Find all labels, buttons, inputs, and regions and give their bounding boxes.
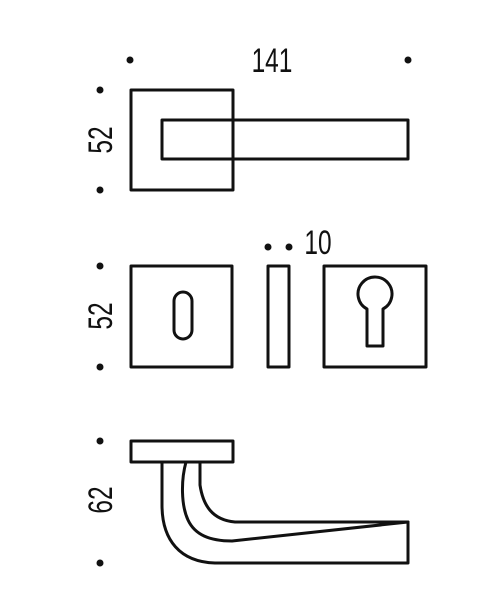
side-view-lever-handle: 62	[82, 437, 410, 567]
square-rose	[129, 88, 235, 192]
dimension-label-rose-height: 52	[82, 126, 120, 153]
euro-cylinder-keyhole-icon	[356, 275, 394, 348]
oval-keyhole-icon	[172, 290, 194, 341]
rose-profile	[129, 439, 235, 464]
dimension-dot-escutcheon-top	[96, 262, 104, 270]
lever-profile-outer	[160, 460, 410, 565]
dimension-dot-thickness-left	[264, 243, 272, 251]
dimension-dot-width-right	[404, 56, 412, 64]
escutcheon-oval-keyhole	[129, 264, 234, 369]
dimension-label-thickness: 10	[304, 224, 331, 262]
dimension-label-width: 141	[252, 42, 293, 80]
dimension-dot-rose-bottom	[96, 186, 104, 194]
dimension-dot-thickness-right	[285, 243, 293, 251]
dimension-dot-escutcheon-bottom	[96, 363, 104, 371]
dimension-dot-width-left	[126, 56, 134, 64]
dimension-label-handle-height: 62	[82, 486, 120, 513]
top-view-lever-handle: 141 52	[82, 42, 412, 194]
escutcheon-views: 10 52	[82, 224, 428, 371]
dimension-dot-handle-top	[96, 437, 104, 445]
dimension-dot-handle-bottom	[96, 559, 104, 567]
dimension-label-escutcheon-height: 52	[82, 302, 120, 329]
lever-arm	[160, 118, 410, 161]
rose-side-view	[266, 264, 291, 369]
escutcheon-euro-cylinder	[322, 264, 428, 369]
lever-profile-inner-edge	[181, 460, 410, 543]
dimension-dot-rose-top	[96, 86, 104, 94]
